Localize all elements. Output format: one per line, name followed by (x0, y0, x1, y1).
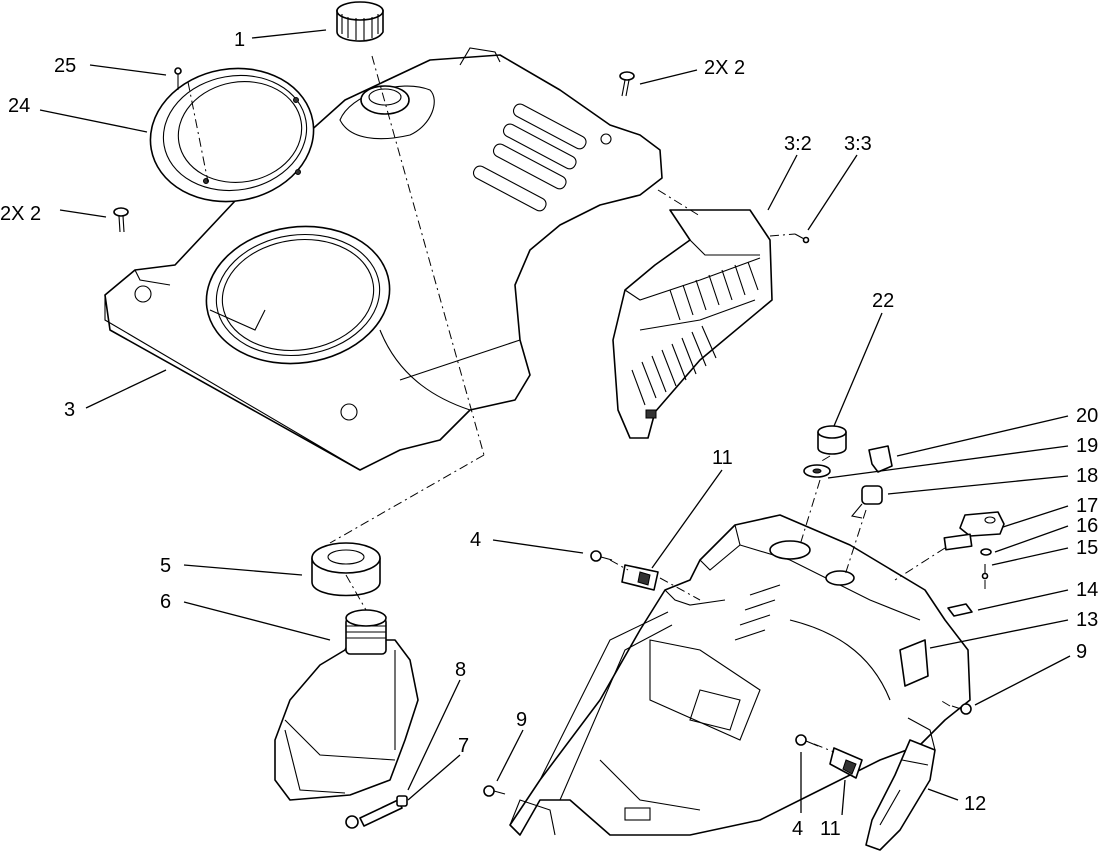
callout-5: 5 (160, 555, 171, 577)
callout-9-right: 9 (1076, 641, 1087, 663)
screw-part-25 (174, 67, 182, 90)
upper-shroud-part (104, 47, 663, 471)
callout-4-lower: 4 (792, 818, 803, 840)
cover-part-12 (865, 717, 936, 851)
callout-8: 8 (455, 659, 466, 681)
callout-3-3: 3:3 (844, 133, 872, 155)
screw-part-2-right (619, 71, 635, 97)
washer-part-19 (803, 464, 831, 478)
switch-part-17 (943, 511, 1005, 551)
clip-part-14 (947, 603, 973, 617)
grommet-part-5 (311, 542, 381, 597)
callout-17: 17 (1076, 495, 1098, 517)
shroud-vent-slots (472, 103, 587, 212)
knob-part-22 (817, 425, 847, 455)
callout-2x-2-top: 2X 2 (704, 57, 745, 79)
bolt-part-9-right (951, 703, 972, 715)
lower-console-part (509, 514, 971, 836)
callout-6: 6 (160, 591, 171, 613)
callout-13: 13 (1076, 609, 1098, 631)
callout-2x-2-left: 2X 2 (0, 203, 41, 225)
clip-part-11-lower (829, 747, 863, 779)
bolt-part-9-left (483, 785, 506, 797)
callout-9-left: 9 (516, 709, 527, 731)
callout-4-upper: 4 (470, 529, 481, 551)
callout-24: 24 (8, 95, 30, 117)
switch-part-18 (850, 485, 883, 519)
callout-7: 7 (458, 735, 469, 757)
fuel-line-part-8 (345, 799, 403, 829)
washer-part-16 (980, 548, 992, 556)
callout-14: 14 (1076, 579, 1098, 601)
callout-25: 25 (54, 55, 76, 77)
callout-18: 18 (1076, 465, 1098, 487)
callout-3: 3 (64, 399, 75, 421)
callout-20: 20 (1076, 405, 1098, 427)
callout-1: 1 (234, 29, 245, 51)
bracket-part-13 (899, 639, 929, 687)
clamp-part-7 (396, 795, 408, 807)
callout-22: 22 (872, 290, 894, 312)
fuel-cap-part (336, 1, 384, 42)
fuel-tank-part (274, 609, 419, 801)
callout-3-2: 3:2 (784, 133, 812, 155)
callout-11-lower: 11 (820, 818, 841, 840)
callout-11-upper: 11 (712, 447, 733, 469)
assembly-centerlines (187, 55, 986, 753)
callout-labels: 1 25 24 2X 2 2X 2 3 3:2 3:3 22 20 19 18 … (0, 29, 1098, 840)
leader-lines (39, 29, 1071, 816)
screw-part-15 (981, 564, 989, 580)
callout-16: 16 (1076, 515, 1098, 537)
key-part-20 (868, 445, 893, 473)
mounting-ring-part (149, 67, 315, 203)
callout-12: 12 (964, 793, 986, 815)
bolt-part-4-upper (590, 550, 613, 562)
screw-part-3-3 (794, 233, 810, 244)
callout-19: 19 (1076, 435, 1098, 457)
grille-slats (631, 261, 759, 406)
console-vent-slots (734, 584, 781, 641)
screw-part-2-left (113, 207, 129, 233)
clip-part-11-upper (621, 564, 659, 591)
side-grille-part (612, 209, 773, 439)
callout-15: 15 (1076, 537, 1098, 559)
